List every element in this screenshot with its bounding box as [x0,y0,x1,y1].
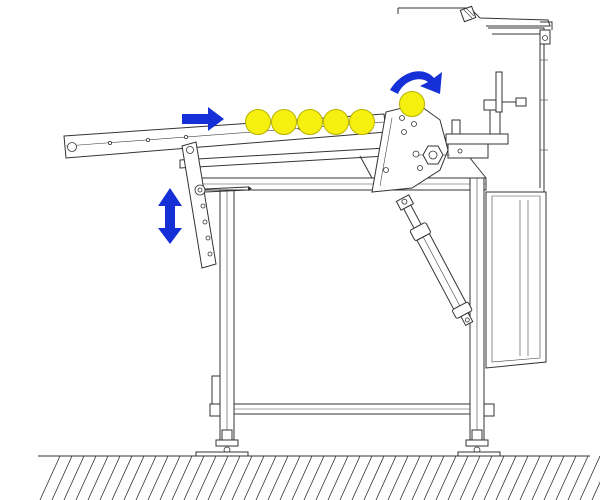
tennis-ball [297,109,323,135]
pneumatic-cylinder [395,194,474,327]
strap-holes [200,203,213,257]
tennis-ball [271,109,297,135]
wheel-hub [416,145,450,165]
tennis-ball [323,109,349,135]
top-knob [459,5,477,23]
floor [38,455,600,500]
height-adjust-strap [181,141,252,269]
ramp-pivot-hole [67,142,77,152]
housing-lower-box [485,191,547,369]
tennis-ball [245,109,271,135]
tennis-balls [245,91,425,135]
delivery-platform [445,71,527,179]
cylinder-rod [403,204,422,229]
rotation-direction-arrow [390,71,442,94]
right-foot [457,429,501,457]
floor-hatching [39,455,600,500]
direction-arrows [158,71,442,244]
loader-sector-plate [371,103,449,193]
tennis-ball [399,91,425,117]
height-adjust-arrow [158,188,182,244]
loader-wheel [371,103,450,193]
platform-plate [445,133,509,145]
launcher-housing [397,5,553,369]
platform-post [495,71,503,113]
left-foot [195,429,249,457]
tennis-ball [349,109,375,135]
feed-direction-arrow [182,107,224,131]
table-frame [195,177,501,457]
